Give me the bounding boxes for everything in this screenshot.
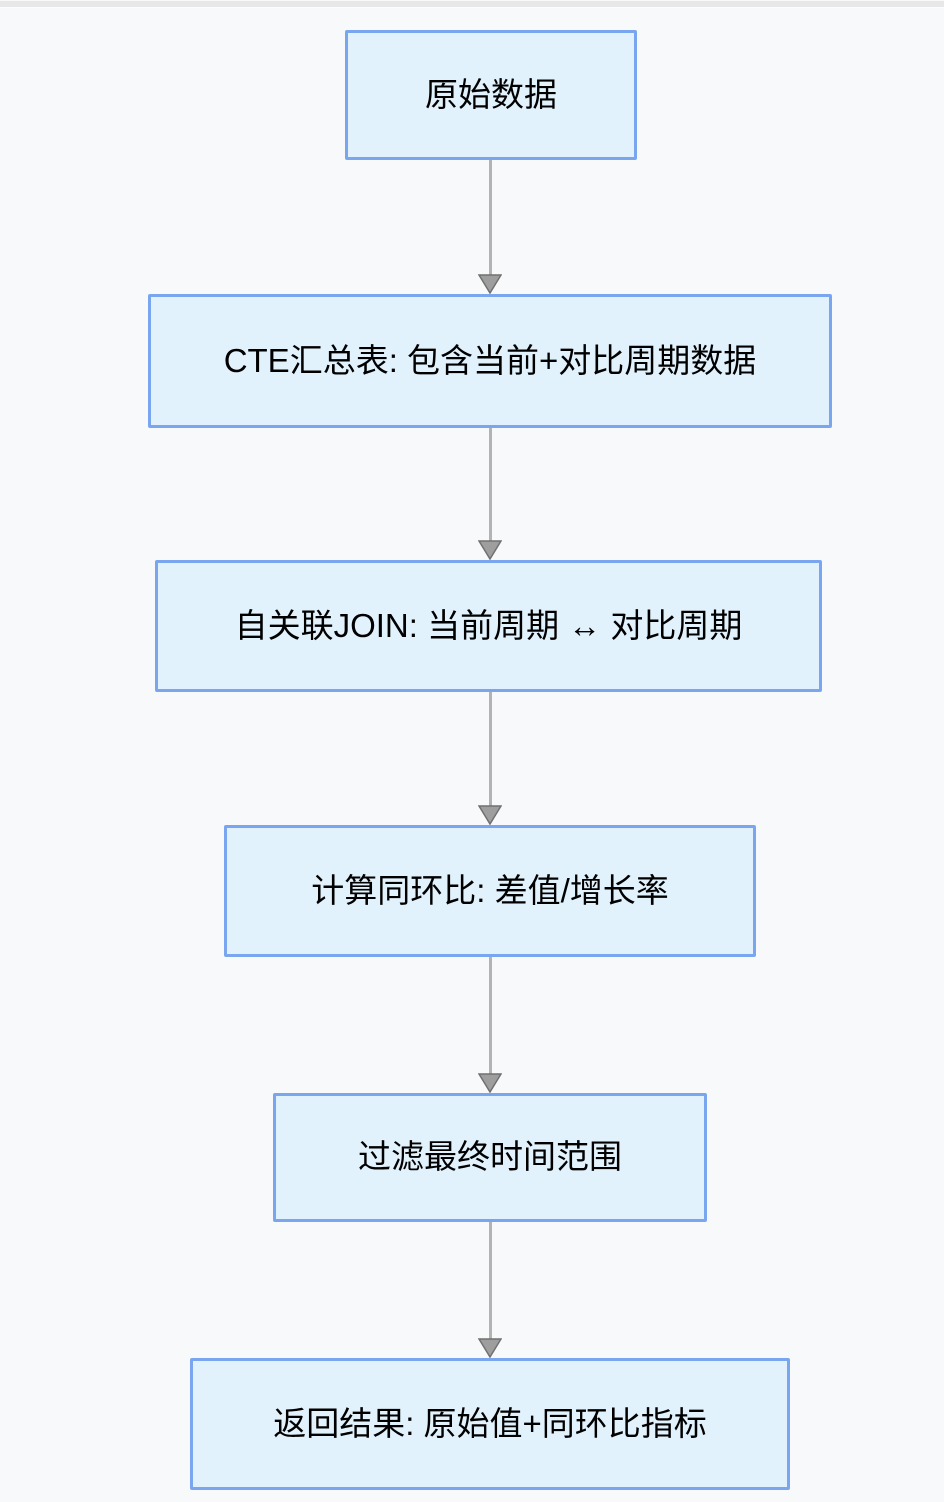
edge-connector [477,160,503,294]
flow-node-label: 原始数据 [425,75,557,113]
flow-node-cte-summary: CTE汇总表: 包含当前+对比周期数据 [148,294,832,428]
flow-node-label: 过滤最终时间范围 [358,1138,622,1176]
edge-connector [477,1222,503,1358]
edge-connector [477,692,503,825]
edge-connector [477,428,503,560]
top-divider-strip [0,1,944,8]
edge-line [488,428,492,552]
flow-node-label: 计算同环比: 差值/增长率 [311,871,669,909]
flow-node-filter-range: 过滤最终时间范围 [273,1093,707,1222]
edge-line [488,160,492,286]
arrowhead-down-icon [478,1338,502,1358]
flow-node-self-join: 自关联JOIN: 当前周期 ↔ 对比周期 [155,560,822,692]
flow-node-raw-data: 原始数据 [345,30,637,160]
edge-line [488,1222,492,1350]
flow-node-label: 返回结果: 原始值+同环比指标 [273,1404,707,1442]
edge-connector [477,957,503,1093]
arrowhead-down-icon [478,1073,502,1093]
arrowhead-down-icon [478,805,502,825]
arrowhead-down-icon [478,540,502,560]
flow-node-label: CTE汇总表: 包含当前+对比周期数据 [223,341,757,379]
flow-node-calc-yoy-mom: 计算同环比: 差值/增长率 [224,825,756,957]
flow-node-return-result: 返回结果: 原始值+同环比指标 [190,1358,790,1490]
edge-line [488,692,492,817]
arrowhead-down-icon [478,274,502,294]
edge-line [488,957,492,1085]
flow-node-label: 自关联JOIN: 当前周期 ↔ 对比周期 [234,606,743,644]
